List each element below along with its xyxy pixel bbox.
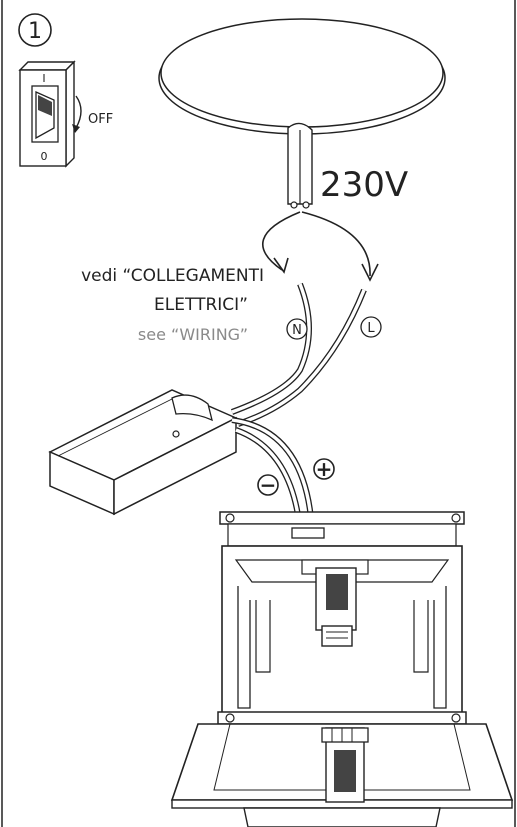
neutral-terminal-circle (286, 318, 308, 340)
fixture-screw-bl (225, 713, 235, 723)
arrow-to-neutral (262, 211, 301, 271)
switch-off-arrowhead (72, 124, 80, 133)
positive-wire-inner (231, 418, 314, 531)
instruction-line-2: ELETTRICI” (154, 295, 248, 315)
fixture-right-leg (413, 600, 429, 673)
connection-arrows (262, 211, 379, 282)
fixture-top-inner (227, 523, 457, 547)
fixture-top-rim (219, 511, 465, 525)
step-badge: 1 (18, 13, 52, 47)
fixture-left-bracket (237, 586, 251, 709)
fixture-screw-tl (225, 513, 235, 523)
driver-cable-clamp (171, 394, 213, 422)
live-wire-inner (237, 289, 366, 426)
driver-edge-detail (57, 395, 179, 457)
fixture-center-clip-inner (326, 574, 348, 610)
neutral-terminal-label: N (292, 323, 302, 338)
switch-off-mark: 0 (41, 150, 48, 163)
fixture-trim-inner (213, 723, 471, 791)
negative-symbol: − (260, 473, 277, 497)
switch-plate (18, 61, 76, 71)
voltage-label: 230V (320, 165, 408, 205)
driver-side (113, 416, 237, 516)
led-driver (48, 389, 238, 516)
negative-symbol-circle (257, 474, 279, 496)
instruction-line-3: see “WIRING” (138, 325, 248, 344)
terminal-labels: N L (286, 316, 382, 340)
downlight-fixture (170, 511, 514, 827)
live-terminal-label: L (367, 321, 375, 336)
mains-cable: 230V (287, 122, 408, 209)
wiring-instructions: vedi “COLLEGAMENTI ELETTRICI” see “WIRIN… (81, 266, 264, 344)
fixture-screw-br (451, 713, 461, 723)
instruction-line-1: vedi “COLLEGAMENTI (81, 266, 264, 286)
neutral-wire-inner (231, 283, 311, 414)
fixture-lens (243, 807, 441, 827)
switch-off-arrow (75, 95, 82, 129)
driver-screw (172, 430, 180, 438)
live-terminal-circle (360, 316, 382, 338)
fixture-right-bracket (433, 586, 447, 709)
fixture-screw-tr (451, 513, 461, 523)
arrow-to-live-head (361, 263, 379, 282)
ceiling-disc-face (160, 18, 444, 128)
positive-symbol-circle (313, 458, 335, 480)
mains-wire-end-left (290, 201, 298, 209)
fixture-center-spring (321, 625, 353, 647)
wall-switch: I 0 OFF (18, 60, 113, 168)
polarity-symbols: − + (257, 457, 335, 497)
switch-off-label: OFF (88, 112, 113, 127)
ceiling-disc (158, 18, 446, 135)
step-circle (18, 13, 52, 47)
fixture-lower-coil (321, 727, 369, 743)
positive-symbol: + (316, 457, 333, 481)
mains-wire-end-right (302, 201, 310, 209)
switch-plate-side (65, 60, 75, 168)
driver-input-wires (230, 282, 367, 427)
fixture-left-leg (255, 600, 271, 673)
fixture-mid-rim (217, 711, 467, 725)
arrow-to-neutral-head (273, 257, 289, 274)
switch-rocker-shade (38, 95, 52, 116)
switch-on-mark: I (42, 72, 45, 85)
fixture-lower-clip-inner (334, 750, 356, 792)
step-number: 1 (28, 19, 42, 44)
arrow-to-live (301, 211, 371, 277)
fixture-wire-entry (291, 527, 325, 539)
